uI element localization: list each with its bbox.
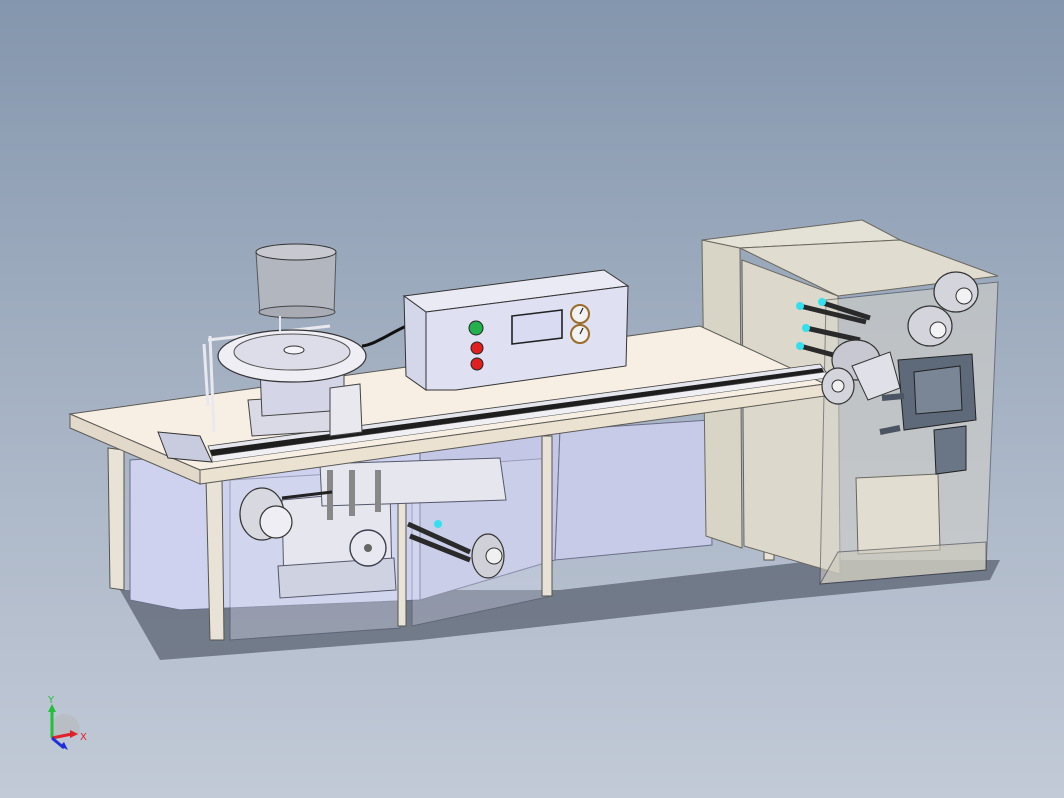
x-axis-label: X	[80, 732, 87, 743]
conveyor-belt	[157, 363, 827, 463]
y-axis-label: Y	[47, 696, 55, 706]
wire-rollers	[796, 271, 979, 405]
conveyor-end-block	[157, 431, 213, 463]
lower-shaft	[406, 521, 472, 555]
cutting-head	[879, 353, 977, 475]
indexing-mechanism	[239, 457, 507, 599]
control-box	[402, 269, 630, 391]
floor-shadow	[120, 560, 1000, 660]
red-emergency-button[interactable]	[470, 357, 484, 371]
x-axis-line	[51, 732, 73, 740]
green-start-button[interactable]	[468, 320, 484, 336]
axis-triad: Y X	[47, 696, 87, 750]
red-stop-button[interactable]	[470, 341, 484, 355]
feeder-hopper	[255, 251, 337, 315]
control-display	[511, 309, 563, 345]
bowl-feeder	[202, 243, 367, 437]
